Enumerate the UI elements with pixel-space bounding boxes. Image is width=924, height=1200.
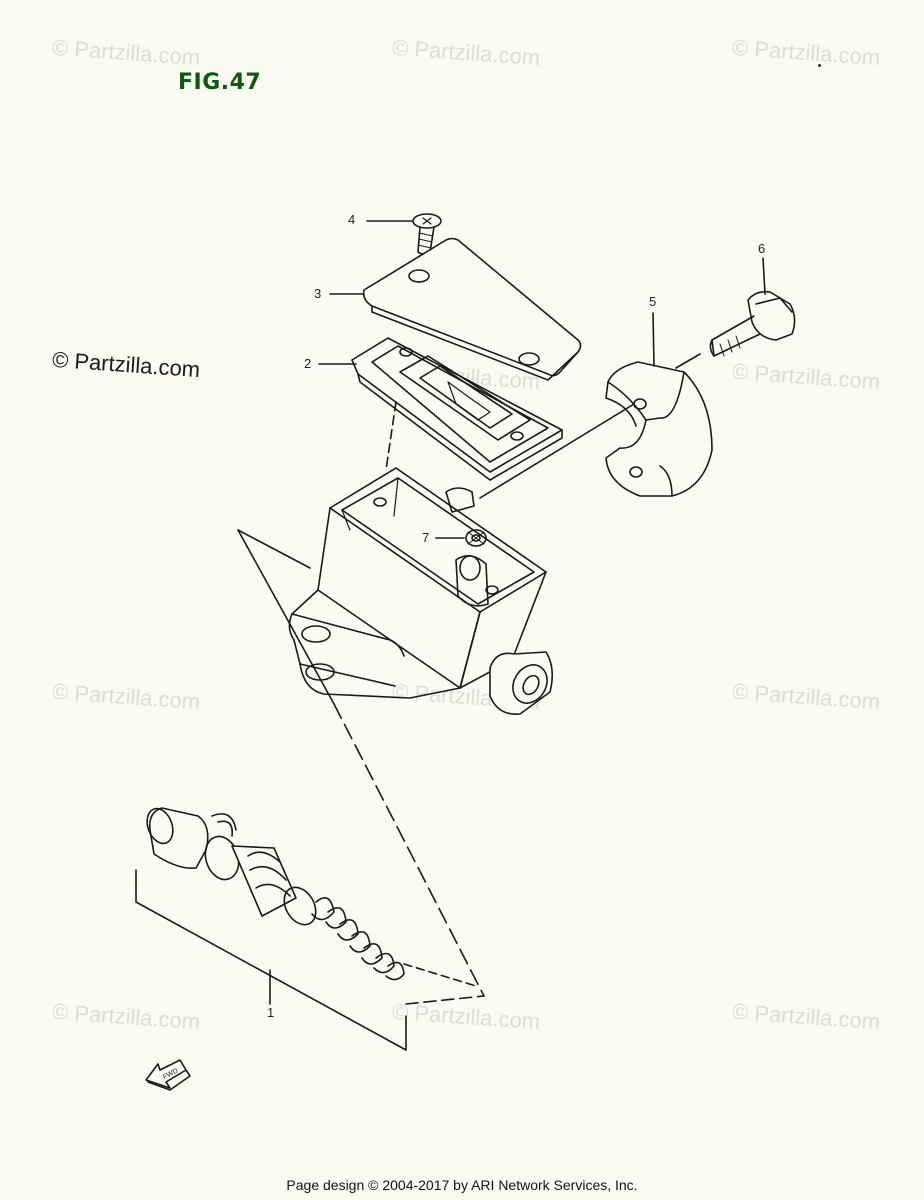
callout-6: 6: [758, 241, 766, 256]
assembly-line: [479, 403, 635, 499]
callout-3: 3: [314, 286, 322, 301]
master-cylinder-body[interactable]: [288, 467, 554, 715]
callout-1: 1: [267, 1005, 275, 1020]
part-4-screw[interactable]: [412, 213, 442, 255]
part-2-diaphragm[interactable]: [351, 337, 563, 481]
kit-bracket: [135, 869, 407, 1051]
callout-4: 4: [348, 212, 356, 227]
fwd-arrow-icon: [145, 1059, 191, 1091]
leader-line: [652, 312, 655, 367]
part-6-bolt[interactable]: [709, 290, 796, 357]
assembly-triangle: [237, 529, 485, 1005]
assembly-line: [385, 401, 397, 471]
part-1-piston-kit[interactable]: [143, 805, 477, 987]
leader-line: [675, 353, 701, 369]
callout-2: 2: [304, 356, 312, 371]
figure-title: FIG.47: [178, 70, 262, 95]
leader-line: [762, 257, 766, 295]
part-3-cap[interactable]: [362, 237, 582, 381]
callout-7: 7: [422, 530, 430, 545]
page-footer: Page design © 2004-2017 by ARI Network S…: [286, 1177, 638, 1193]
stray-dot: [818, 64, 821, 67]
callout-5: 5: [649, 294, 657, 309]
part-7-screw[interactable]: [465, 529, 487, 547]
part-5-clamp[interactable]: [605, 361, 713, 497]
